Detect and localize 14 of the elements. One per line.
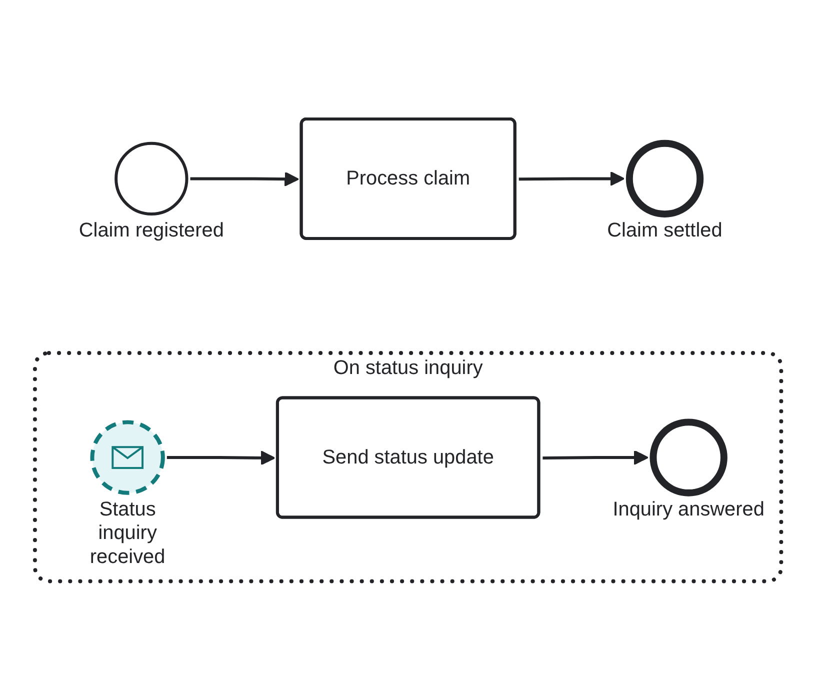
sequence-flow-arrow <box>542 450 648 465</box>
event-label: Status inquiry received <box>88 496 166 568</box>
event-label: Claim settled <box>607 218 722 242</box>
start-event-circle <box>114 142 188 216</box>
task-box: Send status update <box>276 396 540 519</box>
event-label: Inquiry answered <box>612 496 764 521</box>
sequence-flow-arrow <box>518 171 625 186</box>
sequence-flow-arrow <box>166 450 276 466</box>
end-event-circle <box>626 140 704 218</box>
subprocess-title: On status inquiry <box>333 356 483 379</box>
event-label: Claim registered <box>78 218 224 242</box>
sequence-flow-arrow <box>190 172 299 186</box>
message-start-event-circle <box>90 420 165 495</box>
task-box: Process claim <box>300 117 516 240</box>
